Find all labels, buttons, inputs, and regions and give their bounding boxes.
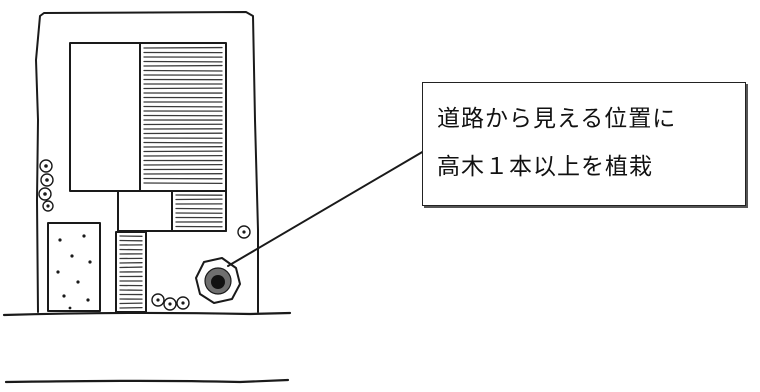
street-edge-upper — [4, 313, 290, 315]
shrub-right — [238, 226, 250, 238]
street-edge-lower — [6, 380, 288, 382]
annex-hatched — [172, 191, 226, 231]
callout-text-line-2: 高木１本以上を植栽 — [437, 143, 735, 191]
callout-text-line-1: 道路から見える位置に — [437, 95, 735, 143]
callout-box: 道路から見える位置に 高木１本以上を植栽 — [422, 82, 746, 206]
building-block — [70, 43, 142, 191]
tall-tree-symbol — [196, 258, 240, 303]
shrub-cluster-bottom — [152, 294, 189, 310]
parking-pad — [48, 223, 100, 311]
shrub-cluster-left — [39, 160, 53, 211]
